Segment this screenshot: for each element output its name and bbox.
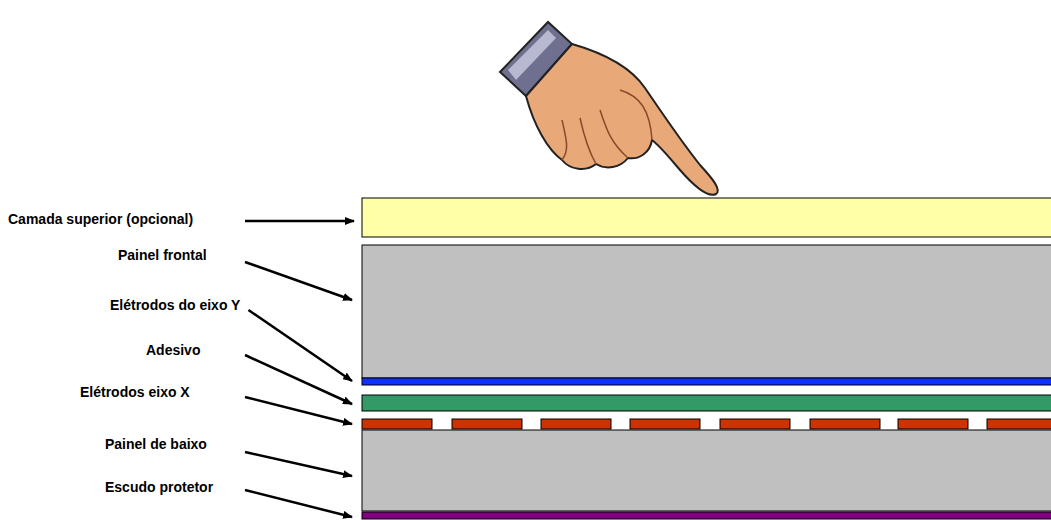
front-panel — [362, 245, 1051, 378]
leader-lines — [245, 221, 354, 517]
x-electrode-strip — [898, 419, 968, 429]
x-electrode-strip — [987, 419, 1051, 429]
leader-arrow — [245, 355, 352, 404]
layer-label: Elétrodos eixo X — [80, 384, 190, 400]
x-electrode-strip — [720, 419, 790, 429]
leader-arrow — [245, 262, 352, 300]
top-layer — [362, 198, 1051, 237]
leader-arrow — [245, 220, 354, 223]
layer-label: Painel de baixo — [105, 436, 207, 452]
x-electrode-strip — [362, 419, 432, 429]
x-electrode-strip — [541, 419, 611, 429]
shield — [362, 512, 1051, 519]
leader-arrow — [245, 397, 352, 424]
pointing-hand — [500, 22, 718, 195]
layer-label: Adesivo — [146, 342, 200, 358]
leader-arrow — [248, 310, 352, 381]
leader-arrow — [245, 452, 352, 476]
layer-label: Elétrodos do eixo Y — [110, 297, 240, 313]
layer-label: Painel frontal — [118, 247, 207, 263]
y-electrodes — [362, 378, 1051, 385]
bottom-panel — [362, 430, 1051, 511]
x-electrode-strip — [810, 419, 880, 429]
x-electrode-strip — [452, 419, 522, 429]
x-electrode-strip — [630, 419, 700, 429]
layer-label: Escudo protetor — [105, 479, 213, 495]
leader-arrow — [245, 490, 352, 517]
adhesive — [362, 395, 1051, 411]
x-electrodes — [362, 419, 1051, 429]
layer-label: Camada superior (opcional) — [8, 211, 193, 227]
